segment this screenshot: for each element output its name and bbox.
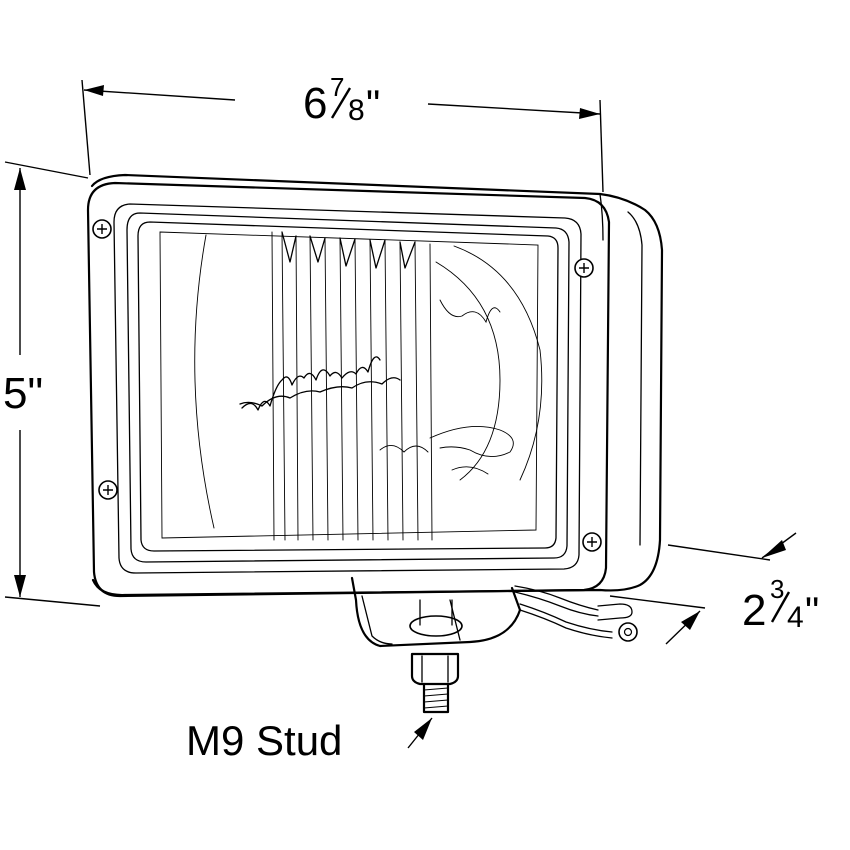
reflector-left-curve: [194, 234, 215, 529]
bezel-screws: [92, 219, 602, 552]
depth-extension-top: [667, 544, 771, 561]
filament-lower: [239, 377, 401, 407]
lens-detail: [194, 231, 543, 541]
wire-lower-b: [519, 609, 613, 639]
flute-tops: [281, 231, 416, 269]
width-denominator: 8: [348, 94, 365, 127]
stud-label: M9 Stud: [186, 717, 342, 764]
filament-upper: [241, 356, 381, 411]
bracket-post: [419, 599, 453, 626]
height-label: 5": [3, 369, 43, 418]
stud-leader-arrow: [414, 718, 432, 740]
depth-whole: 2: [742, 586, 766, 635]
width-unit: ": [366, 83, 380, 127]
width-whole: 6: [303, 79, 327, 128]
ring-terminal-hole: [623, 627, 633, 637]
wire-upper-b: [514, 591, 599, 617]
reflector-highlight: [439, 299, 501, 324]
wire-upper: [514, 585, 599, 611]
wire-leads: [514, 585, 638, 642]
height-arrow-bottom: [14, 575, 26, 597]
bracket-detail: [361, 595, 461, 645]
width-fraction-bar: [330, 87, 352, 119]
screw-top-left: [92, 219, 112, 239]
width-arrow-left: [84, 85, 104, 96]
width-dimension-line-right: [427, 103, 601, 115]
width-extension-left: [81, 79, 91, 176]
reflector-right-curve: [453, 245, 543, 481]
depth-unit: ": [805, 590, 819, 634]
depth-dimension: 2 3 4 ": [609, 532, 819, 645]
depth-extension-bottom: [609, 595, 706, 609]
depth-denominator: 4: [787, 601, 804, 634]
stud-shaft: [422, 682, 450, 714]
mounting-stud: [410, 652, 460, 714]
width-dimension-line-left: [83, 89, 236, 101]
bracket-body: [350, 576, 522, 648]
stud-threads: [423, 687, 449, 709]
wire-lower: [519, 603, 613, 633]
stud-nut: [410, 652, 460, 686]
width-dimension: 6 7 8 ": [81, 72, 604, 193]
housing-shell: [90, 173, 664, 597]
spade-terminal: [597, 603, 633, 621]
width-arrow-right: [579, 108, 600, 119]
bezel-outer: [86, 181, 611, 598]
mounting-bracket: [350, 576, 522, 648]
depth-fraction-bar: [770, 591, 791, 623]
lens-texture: [379, 445, 489, 475]
depth-arrow-bottom: [681, 611, 700, 630]
height-extension-top: [4, 161, 89, 179]
width-extension-right: [599, 99, 604, 193]
stud-nut-flats: [421, 655, 449, 683]
housing-depth-edge: [599, 193, 643, 546]
bezel-inner: [113, 203, 582, 574]
bracket-nut: [409, 615, 463, 637]
ring-terminal: [618, 622, 638, 642]
height-extension-bottom: [4, 596, 101, 607]
screw-bottom-right: [582, 532, 602, 552]
lens-edge: [159, 231, 539, 539]
width-numerator: 7: [330, 72, 344, 102]
screw-bottom-left: [98, 480, 118, 500]
screw-top-right: [574, 258, 594, 278]
bulb-base: [429, 425, 514, 457]
depth-arrow-top: [762, 540, 786, 558]
height-dimension: 5": [3, 161, 101, 607]
height-arrow-top: [14, 168, 26, 190]
stud-callout: M9 Stud: [186, 717, 433, 764]
lamp-housing: [86, 173, 664, 598]
lens-frame-inner: [137, 221, 559, 552]
lens-frame-outer: [126, 212, 570, 563]
lens-flutes: [271, 231, 433, 541]
depth-numerator: 3: [770, 574, 784, 604]
